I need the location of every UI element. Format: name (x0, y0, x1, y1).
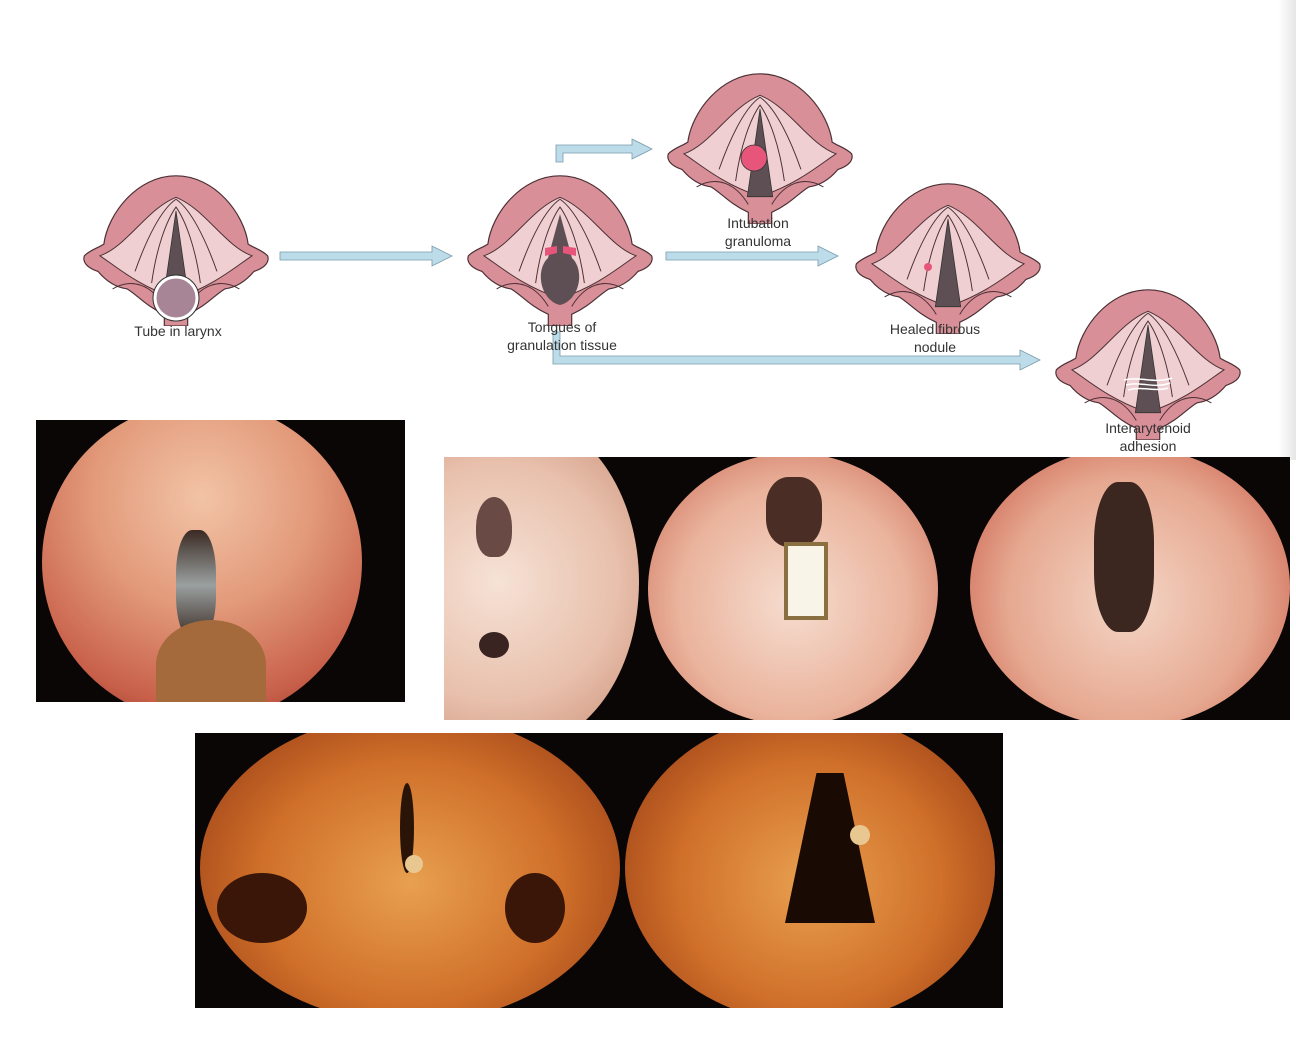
photo-intubated-larynx (36, 420, 405, 702)
arrow-to-adhesion (552, 331, 1041, 371)
airway-opening (766, 477, 822, 547)
airway-opening (479, 632, 509, 658)
label-granuloma: Intubation granuloma (725, 214, 791, 250)
larynx-interarytenoid-adhesion (1055, 289, 1241, 440)
label-tongues: Tongues of granulation tissue (507, 318, 617, 354)
endoscope-view-1 (444, 457, 639, 720)
label-line: Interarytenoid (1105, 420, 1191, 436)
label-line: adhesion (1119, 438, 1177, 454)
label-line: Healed fibrous (889, 321, 981, 337)
lesion (784, 542, 828, 620)
page-edge-shadow (1278, 0, 1296, 460)
arrow-to-nodule (665, 245, 839, 267)
label-nodule: Healed fibrous nodule (890, 320, 980, 356)
arrow-to-granuloma (555, 138, 653, 163)
diagram-canvas (83, 73, 1241, 440)
larynx-tongues-of-granulation (467, 175, 653, 326)
glottis (400, 783, 414, 873)
photo-sequence (444, 457, 1290, 720)
larynx-tube-in-larynx (83, 175, 269, 326)
label-line: Tongues of (527, 319, 597, 335)
larynx-intubation-granuloma (667, 73, 853, 224)
label-line: Tube in larynx (134, 323, 222, 339)
label-adhesion: Interarytenoid adhesion (1105, 419, 1191, 455)
sinus (217, 873, 307, 943)
sinus (505, 873, 565, 943)
label-line: Intubation (727, 215, 789, 231)
airway-opening (476, 497, 512, 557)
granuloma (405, 855, 423, 873)
granuloma (850, 825, 870, 845)
photo-granuloma-views (195, 733, 1003, 1008)
label-line: granuloma (724, 233, 792, 249)
tube-body (156, 620, 266, 702)
label-tube-in-larynx: Tube in larynx (134, 322, 221, 340)
label-line: granulation tissue (507, 337, 617, 353)
airway-opening (1094, 482, 1154, 632)
label-line: nodule (913, 339, 957, 355)
larynx-healed-fibrous-nodule (855, 183, 1041, 334)
arrow-tube-to-tongues (279, 245, 453, 267)
